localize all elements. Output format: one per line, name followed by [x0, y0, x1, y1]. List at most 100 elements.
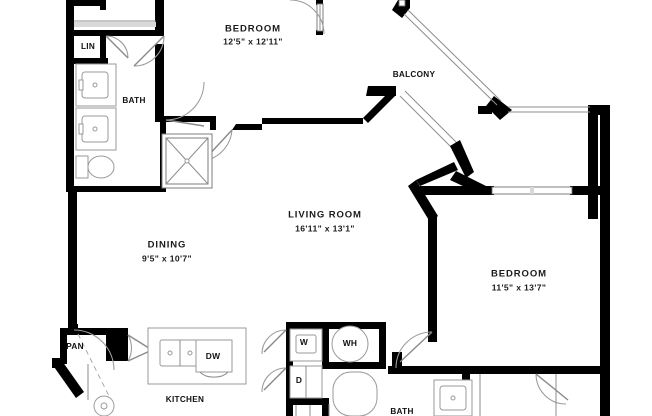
- sink-drain: [450, 395, 456, 401]
- wall-segment: [379, 329, 386, 369]
- wall-angled: [450, 171, 486, 195]
- door-swing-arc: [73, 329, 115, 371]
- room-dims-bedroom-top: 12'5" x 12'11": [223, 36, 283, 46]
- wall-segment: [210, 116, 216, 130]
- wall-group: [52, 0, 610, 416]
- label-bath-second: BATH: [390, 407, 413, 416]
- wall-segment: [68, 324, 78, 330]
- door-swing-arc: [133, 35, 165, 67]
- door-swing-arc: [105, 35, 129, 59]
- door-swing-arc: [395, 331, 433, 369]
- slider-line: [404, 90, 458, 144]
- dishwasher-door-arc: [199, 371, 229, 378]
- label-dishwasher: DW: [206, 351, 221, 361]
- wall-segment: [322, 362, 384, 369]
- water-heater-unit: [331, 325, 369, 363]
- door-swing-arc: [165, 81, 205, 121]
- wall-segment: [60, 328, 67, 364]
- room-dims-living-room: 16'11" x 13'1": [295, 223, 355, 233]
- sink-drain: [167, 350, 173, 356]
- door-swing-arc: [127, 334, 132, 362]
- wall-segment: [74, 186, 166, 192]
- door-leaf: [77, 333, 111, 399]
- wall-angled: [262, 118, 363, 124]
- faucet: [78, 123, 84, 135]
- wall-segment: [322, 398, 329, 416]
- wall-segment: [52, 358, 64, 368]
- wall-segment: [322, 329, 329, 367]
- area-labels: BALCONY BATH KITCHEN BATH LIN PAN: [66, 42, 435, 416]
- door-leaf: [105, 35, 129, 59]
- wall-segment: [286, 322, 386, 329]
- door-swing-arc: [261, 329, 287, 355]
- wall-segment: [570, 186, 600, 195]
- balcony-rail: [398, 0, 406, 7]
- door-leaf: [263, 367, 287, 391]
- bathtub: [332, 371, 378, 416]
- dishwasher-unit: [195, 339, 233, 373]
- room-name-bedroom-right: BEDROOM: [491, 269, 547, 280]
- room-name-living-room: LIVING ROOM: [288, 210, 362, 221]
- wall-segment: [316, 30, 323, 35]
- wall-angled: [366, 86, 396, 96]
- wall-segment: [588, 105, 610, 115]
- room-labels: BEDROOM 12'5" x 12'11" LIVING ROOM 16'11…: [142, 24, 547, 293]
- label-kitchen: KITCHEN: [166, 395, 205, 404]
- room-name-bedroom-top: BEDROOM: [225, 24, 281, 35]
- wall-segment: [478, 106, 492, 114]
- wall-segment: [66, 30, 164, 36]
- wall-segment: [588, 105, 598, 219]
- wall-segment: [164, 116, 216, 122]
- wall-segment: [68, 186, 77, 330]
- wall-angled: [450, 140, 474, 178]
- door-leaf: [399, 331, 433, 363]
- label-linen-closet: LIN: [81, 42, 95, 51]
- wall-segment: [66, 14, 74, 76]
- wall-segment: [536, 366, 600, 374]
- wall-segment: [100, 36, 106, 60]
- door-swing-arc: [289, 0, 325, 35]
- balcony-rail-line: [403, 13, 498, 106]
- wall-segment: [66, 58, 108, 64]
- label-balcony: BALCONY: [393, 70, 436, 79]
- wall-angled: [416, 162, 458, 186]
- label-dryer: D: [296, 375, 302, 385]
- wall-angled: [232, 124, 262, 130]
- wall-segment: [106, 335, 128, 361]
- wall-angled: [363, 90, 396, 123]
- wall-segment: [480, 186, 494, 195]
- balcony-rail-line: [407, 9, 502, 102]
- wall-segment: [60, 328, 128, 335]
- toilet-tank: [75, 155, 89, 179]
- wall-segment: [66, 64, 74, 190]
- label-bath-master: BATH: [122, 96, 145, 105]
- wall-segment: [286, 398, 326, 405]
- door-leaf: [133, 35, 165, 67]
- shower-drain: [184, 158, 190, 164]
- room-dims-bedroom-right: 11'5" x 13'7": [492, 282, 547, 292]
- toilet: [87, 155, 115, 179]
- sink-drain: [92, 126, 98, 132]
- door-leaf: [535, 373, 569, 401]
- sink-drain: [92, 82, 98, 88]
- door-leaf: [165, 119, 205, 127]
- wall-angled: [408, 180, 438, 222]
- washer-drum: [295, 334, 317, 354]
- wall-segment: [420, 186, 482, 195]
- label-washer: W: [300, 337, 308, 347]
- closet-rod: [74, 22, 156, 27]
- door-swing-arc: [261, 367, 287, 393]
- label-pantry: PAN: [66, 342, 84, 351]
- wall-segment: [155, 0, 164, 36]
- room-dims-dining: 9'5" x 10'7": [142, 253, 192, 263]
- wall-segment: [428, 322, 437, 342]
- room-name-dining: DINING: [148, 240, 187, 251]
- wall-segment: [66, 0, 74, 26]
- window-mullion: [530, 187, 534, 194]
- balcony-post: [486, 96, 512, 120]
- label-water-heater: WH: [343, 338, 358, 348]
- wall-segment: [600, 105, 610, 416]
- appliance-labels: W D WH DW: [206, 337, 358, 385]
